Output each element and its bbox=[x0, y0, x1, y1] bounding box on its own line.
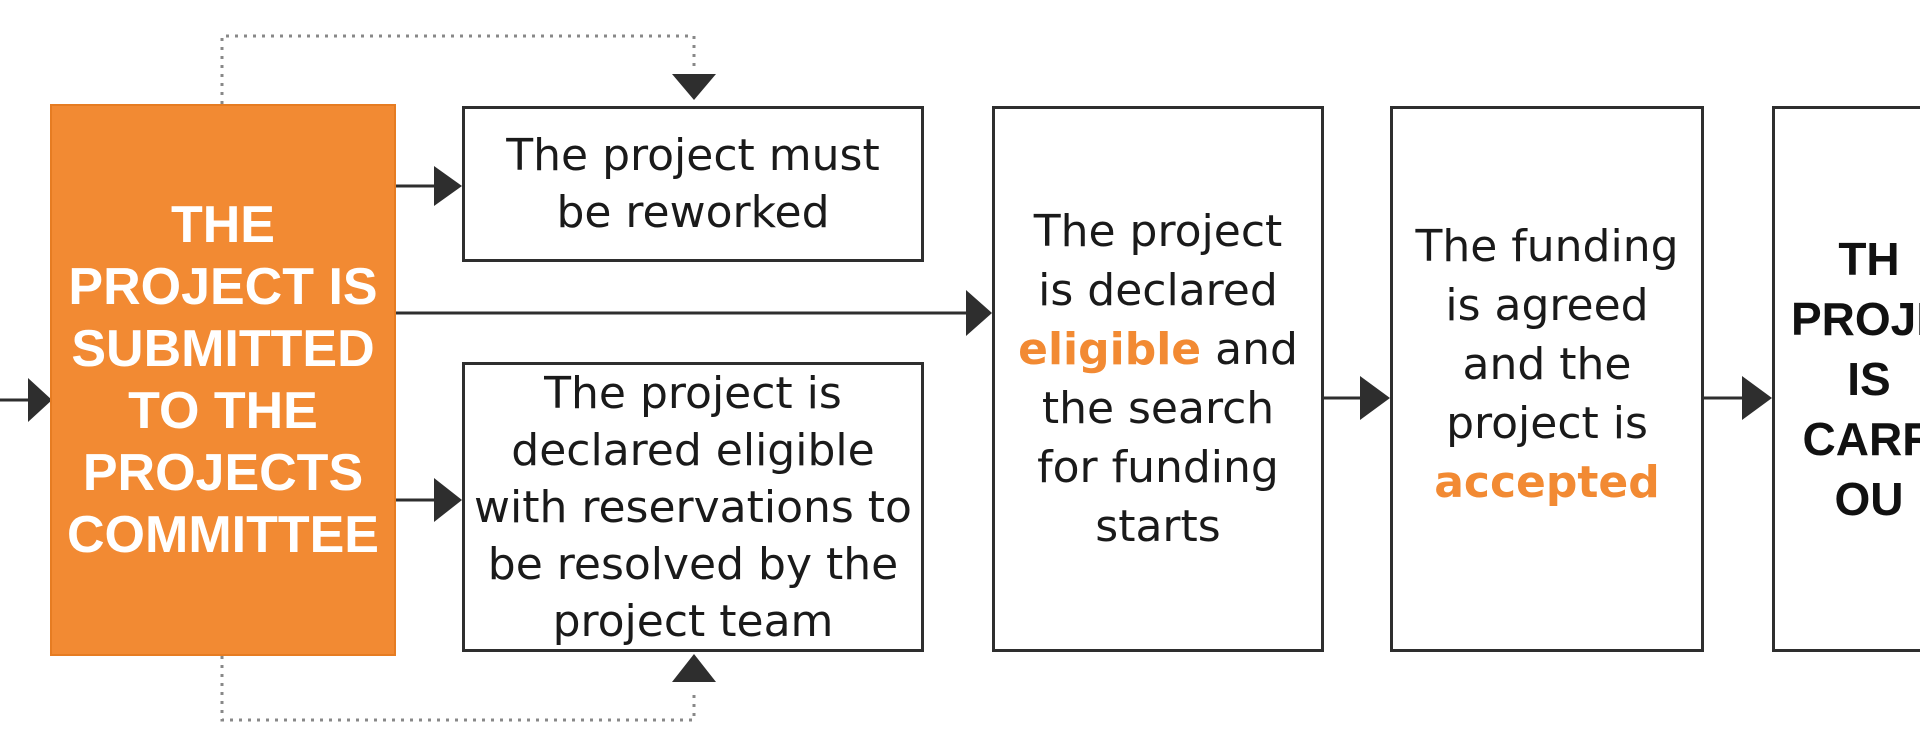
reservations-line: be resolved by the bbox=[487, 538, 899, 590]
reservations-line: with reservations to bbox=[474, 481, 912, 533]
arrow-head-icon bbox=[434, 166, 462, 206]
carried-out-line: OU bbox=[1834, 473, 1904, 525]
funding-box: The funding is agreed and the project is… bbox=[1390, 106, 1704, 652]
funding-line: is agreed bbox=[1445, 280, 1649, 331]
committee-line: SUBMITTED bbox=[71, 320, 375, 378]
committee-line: COMMITTEE bbox=[67, 506, 379, 564]
rework-box: The project must be reworked bbox=[462, 106, 924, 262]
arrow-lines bbox=[0, 184, 1742, 502]
dotted-loop-top bbox=[220, 34, 696, 104]
reservations-box: The project is declared eligible with re… bbox=[462, 362, 924, 652]
arrow-head-down-icon bbox=[672, 74, 716, 100]
committee-line: THE bbox=[170, 196, 275, 254]
committee-line: PROJECTS bbox=[82, 444, 364, 502]
eligible-line: the search bbox=[1041, 383, 1275, 434]
arrow-heads bbox=[28, 74, 1772, 682]
arrow-head-icon bbox=[434, 478, 462, 522]
arrow-head-icon bbox=[28, 378, 52, 422]
rework-line: The project must bbox=[506, 130, 880, 181]
eligible-line: eligible and bbox=[1018, 320, 1298, 379]
eligible-line: starts bbox=[1095, 501, 1221, 552]
reservations-line: The project is bbox=[544, 367, 842, 419]
eligible-line-rest: and bbox=[1201, 324, 1298, 375]
carried-out-line: IS bbox=[1847, 353, 1891, 405]
funding-text: The funding is agreed and the project is… bbox=[1415, 217, 1678, 512]
committee-text: THE PROJECT IS SUBMITTED TO THE PROJECTS… bbox=[67, 194, 379, 566]
dotted-loop-bottom bbox=[220, 656, 696, 722]
funding-line: and the bbox=[1462, 339, 1632, 390]
eligible-line: The project bbox=[1033, 206, 1283, 257]
arrow-head-icon bbox=[1360, 376, 1390, 420]
funding-line: The funding bbox=[1415, 221, 1679, 272]
reservations-text: The project is declared eligible with re… bbox=[474, 365, 912, 650]
carried-out-line: PROJE bbox=[1791, 293, 1920, 345]
carried-out-text: TH PROJE IS CARR OU bbox=[1791, 229, 1920, 529]
arrow-head-icon bbox=[1742, 376, 1772, 420]
eligible-line: is declared bbox=[1038, 265, 1278, 316]
committee-box: THE PROJECT IS SUBMITTED TO THE PROJECTS… bbox=[50, 104, 396, 656]
funding-line: project is bbox=[1446, 398, 1648, 449]
reservations-line: project team bbox=[552, 595, 834, 647]
carried-out-box: TH PROJE IS CARR OU bbox=[1772, 106, 1920, 652]
eligible-text: The project is declared eligible and the… bbox=[1018, 202, 1298, 556]
arrow-head-icon bbox=[966, 290, 992, 336]
committee-line: TO THE bbox=[128, 382, 318, 440]
reservations-line: declared eligible bbox=[511, 424, 875, 476]
eligible-line: for funding bbox=[1037, 442, 1279, 493]
rework-text: The project must be reworked bbox=[506, 127, 879, 241]
carried-out-line: TH bbox=[1838, 233, 1900, 285]
carried-out-line: CARR bbox=[1802, 413, 1920, 465]
rework-line: be reworked bbox=[556, 187, 830, 238]
eligible-box: The project is declared eligible and the… bbox=[992, 106, 1324, 652]
eligible-highlight: eligible bbox=[1018, 324, 1202, 375]
committee-line: PROJECT IS bbox=[68, 258, 378, 316]
funding-highlight: accepted bbox=[1434, 457, 1660, 508]
arrow-head-up-icon bbox=[672, 654, 716, 682]
